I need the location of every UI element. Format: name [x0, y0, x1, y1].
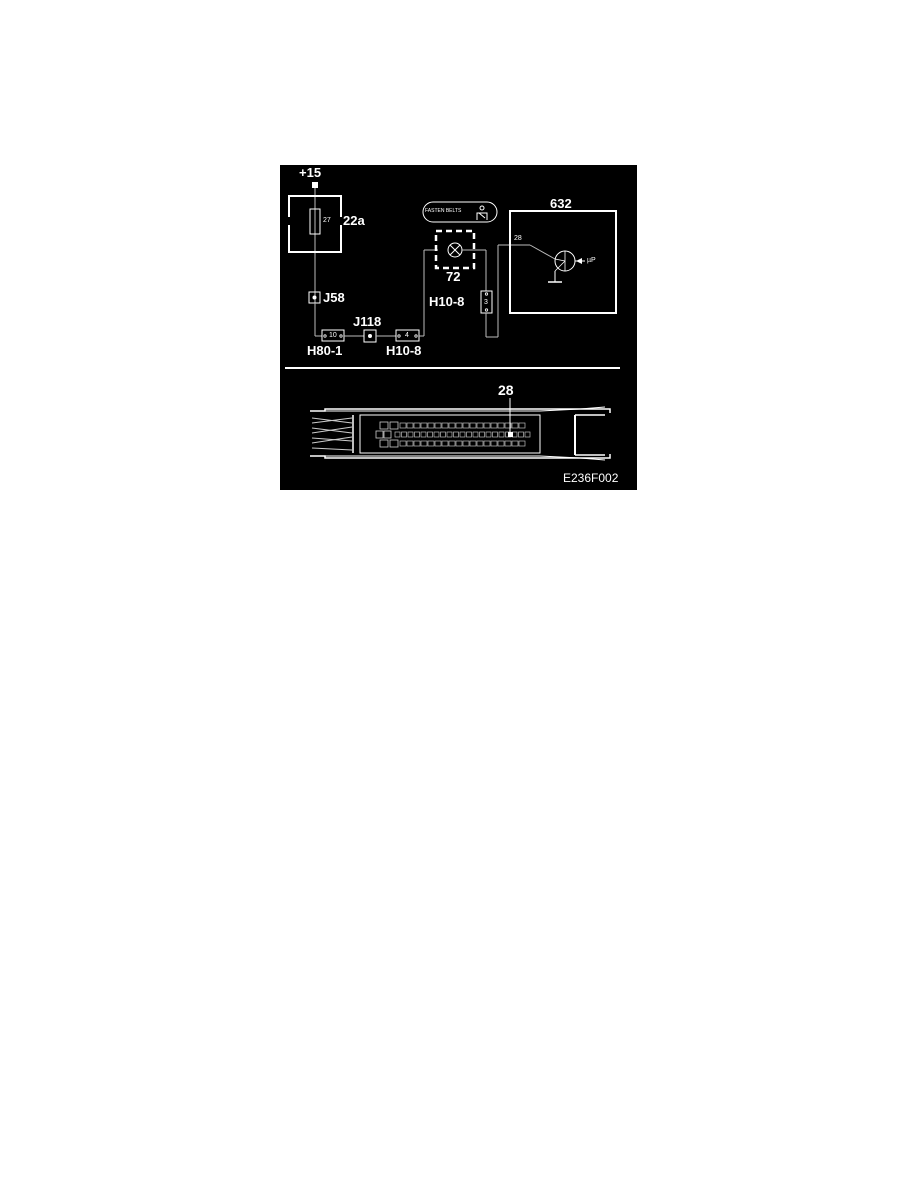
fasten-belts-caption: FASTEN BELTS	[425, 208, 462, 214]
fuse-number-label: 27	[323, 217, 331, 224]
figure-id-label: E236F002	[563, 471, 619, 485]
module-pin-28-label: 28	[514, 235, 522, 242]
h80-1-label: H80-1	[307, 343, 343, 358]
highlighted-pin-label: 28	[498, 382, 514, 398]
schematic-drawing	[283, 182, 620, 461]
h10-8-pin3-label: 3	[484, 299, 488, 306]
processor-label: µP	[587, 257, 596, 264]
ecu-connector-drawing	[310, 398, 611, 461]
h10-8-right-label: H10-8	[429, 294, 465, 309]
supply-terminal-icon	[312, 182, 318, 188]
seatbelt-person-icon	[479, 205, 485, 211]
lamp-72-housing	[434, 229, 476, 270]
fuse-icon	[309, 208, 321, 235]
control-module-632	[509, 210, 617, 314]
h10-8-pin4-label: 4	[405, 332, 409, 339]
module-632-label: 632	[550, 196, 572, 211]
supply-label: +15	[299, 165, 322, 180]
splice-j118-label: J118	[353, 314, 382, 329]
arrow-icon	[576, 258, 582, 264]
fasten-belts-warning-icon	[422, 201, 498, 223]
wiring-diagram-figure: +15 27 22a J58 J118 10 H80-1 4 H10-8 FAS…	[280, 165, 637, 490]
pin-28-highlight	[508, 432, 513, 437]
splice-j58-label: J58	[323, 290, 345, 305]
lamp-72-label: 72	[446, 269, 461, 284]
h10-8-mid-label: H10-8	[386, 343, 422, 358]
fuse-box-label: 22a	[343, 213, 365, 228]
h80-1-pin-label: 10	[329, 332, 337, 339]
